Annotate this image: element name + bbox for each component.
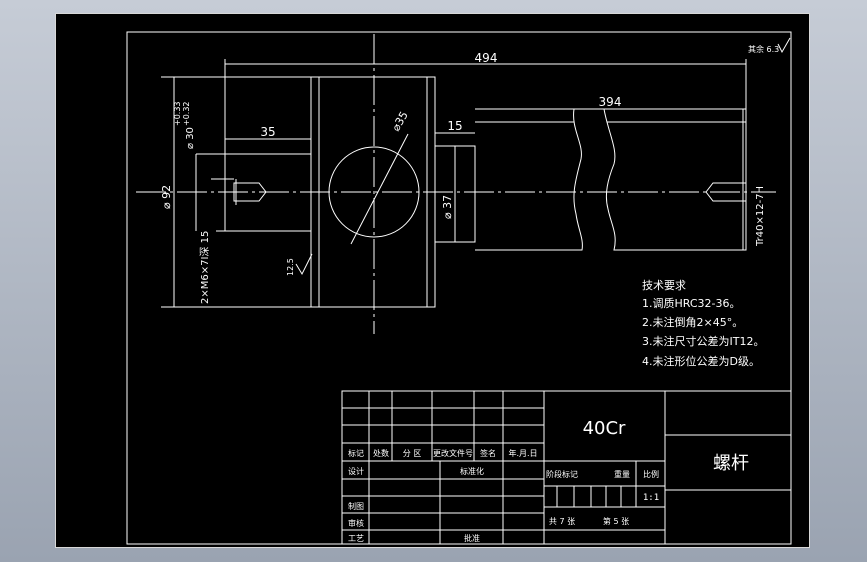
diameter-leader [350, 133, 409, 245]
svg-text:共 7 张: 共 7 张 [549, 517, 575, 526]
svg-text:标准化: 标准化 [460, 466, 484, 476]
dim-text-494: 494 [475, 51, 498, 65]
svg-text:重量: 重量 [614, 469, 630, 479]
svg-text:审核: 审核 [348, 518, 364, 528]
svg-text:第 5 张: 第 5 张 [603, 516, 629, 526]
dim-text-15: 15 [447, 119, 462, 133]
svg-text:更改文件号: 更改文件号 [433, 448, 473, 458]
tech-requirements: 技术要求 1.调质HRC32-36。 2.未注倒角2×45°。 3.未注尺寸公差… [642, 279, 764, 368]
svg-text:其余 6.3: 其余 6.3 [748, 44, 779, 54]
dim-text-dia92: ⌀ 92 [160, 185, 173, 209]
svg-text:处数: 处数 [373, 448, 389, 458]
svg-text:签名: 签名 [480, 448, 496, 458]
dim-text-dia37: ⌀ 37 [441, 195, 454, 219]
left-threaded-hole [233, 182, 267, 202]
shaft-segment-right [603, 108, 747, 251]
svg-text:年.月.日: 年.月.日 [508, 448, 537, 458]
svg-text:设计: 设计 [348, 466, 364, 476]
dim-text-35: 35 [260, 125, 275, 139]
tech-item-2: 2.未注倒角2×45°。 [642, 315, 743, 329]
tech-item-1: 1.调质HRC32-36。 [642, 297, 741, 310]
svg-text:分 区: 分 区 [403, 449, 422, 458]
drawing-sheet: 494 394 35 15 ⌀35 ⌀ 92 ⌀ 37 ⌀ 30 +0.33 +… [55, 13, 810, 548]
roughness-symbol-left: 12.5 [286, 253, 313, 276]
tech-item-3: 3.未注尺寸公差为IT12。 [642, 334, 764, 348]
material-label: 40Cr [583, 418, 626, 439]
shaft-segment-left [475, 108, 583, 251]
svg-text:制图: 制图 [348, 501, 364, 511]
tolerance-lower: +0.32 [182, 101, 191, 126]
section-circle [328, 146, 420, 238]
thread-spec: Tr40×12-7H [755, 186, 766, 247]
svg-text:比例: 比例 [643, 469, 659, 479]
threaded-hole-note: 2×M6×7Ⅰ深 15 [199, 231, 211, 304]
title-block: 标记 处数 分 区 更改文件号 签名 年.月.日 设计 制图 审核 工艺 标准化… [341, 390, 792, 545]
part-name: 螺杆 [713, 453, 749, 474]
dim-text-394: 394 [599, 95, 622, 109]
svg-text:工艺: 工艺 [348, 534, 364, 543]
dim-text-dia30: ⌀ 30 [185, 127, 196, 149]
dim-text-dia35: ⌀35 [389, 109, 411, 133]
roughness-symbol-corner: 其余 6.3 [748, 37, 791, 54]
cad-drawing: 494 394 35 15 ⌀35 ⌀ 92 ⌀ 37 ⌀ 30 +0.33 +… [126, 31, 792, 545]
tech-title: 技术要求 [642, 279, 686, 292]
svg-text:1:1: 1:1 [643, 493, 659, 503]
svg-text:标记: 标记 [348, 448, 364, 458]
right-threaded-hole [705, 182, 747, 202]
tech-item-4: 4.未注形位公差为D级。 [642, 354, 760, 368]
svg-text:阶段标记: 阶段标记 [546, 469, 578, 479]
svg-text:12.5: 12.5 [286, 258, 295, 276]
tolerance-upper: +0.33 [173, 101, 182, 126]
svg-text:批准: 批准 [464, 533, 480, 543]
